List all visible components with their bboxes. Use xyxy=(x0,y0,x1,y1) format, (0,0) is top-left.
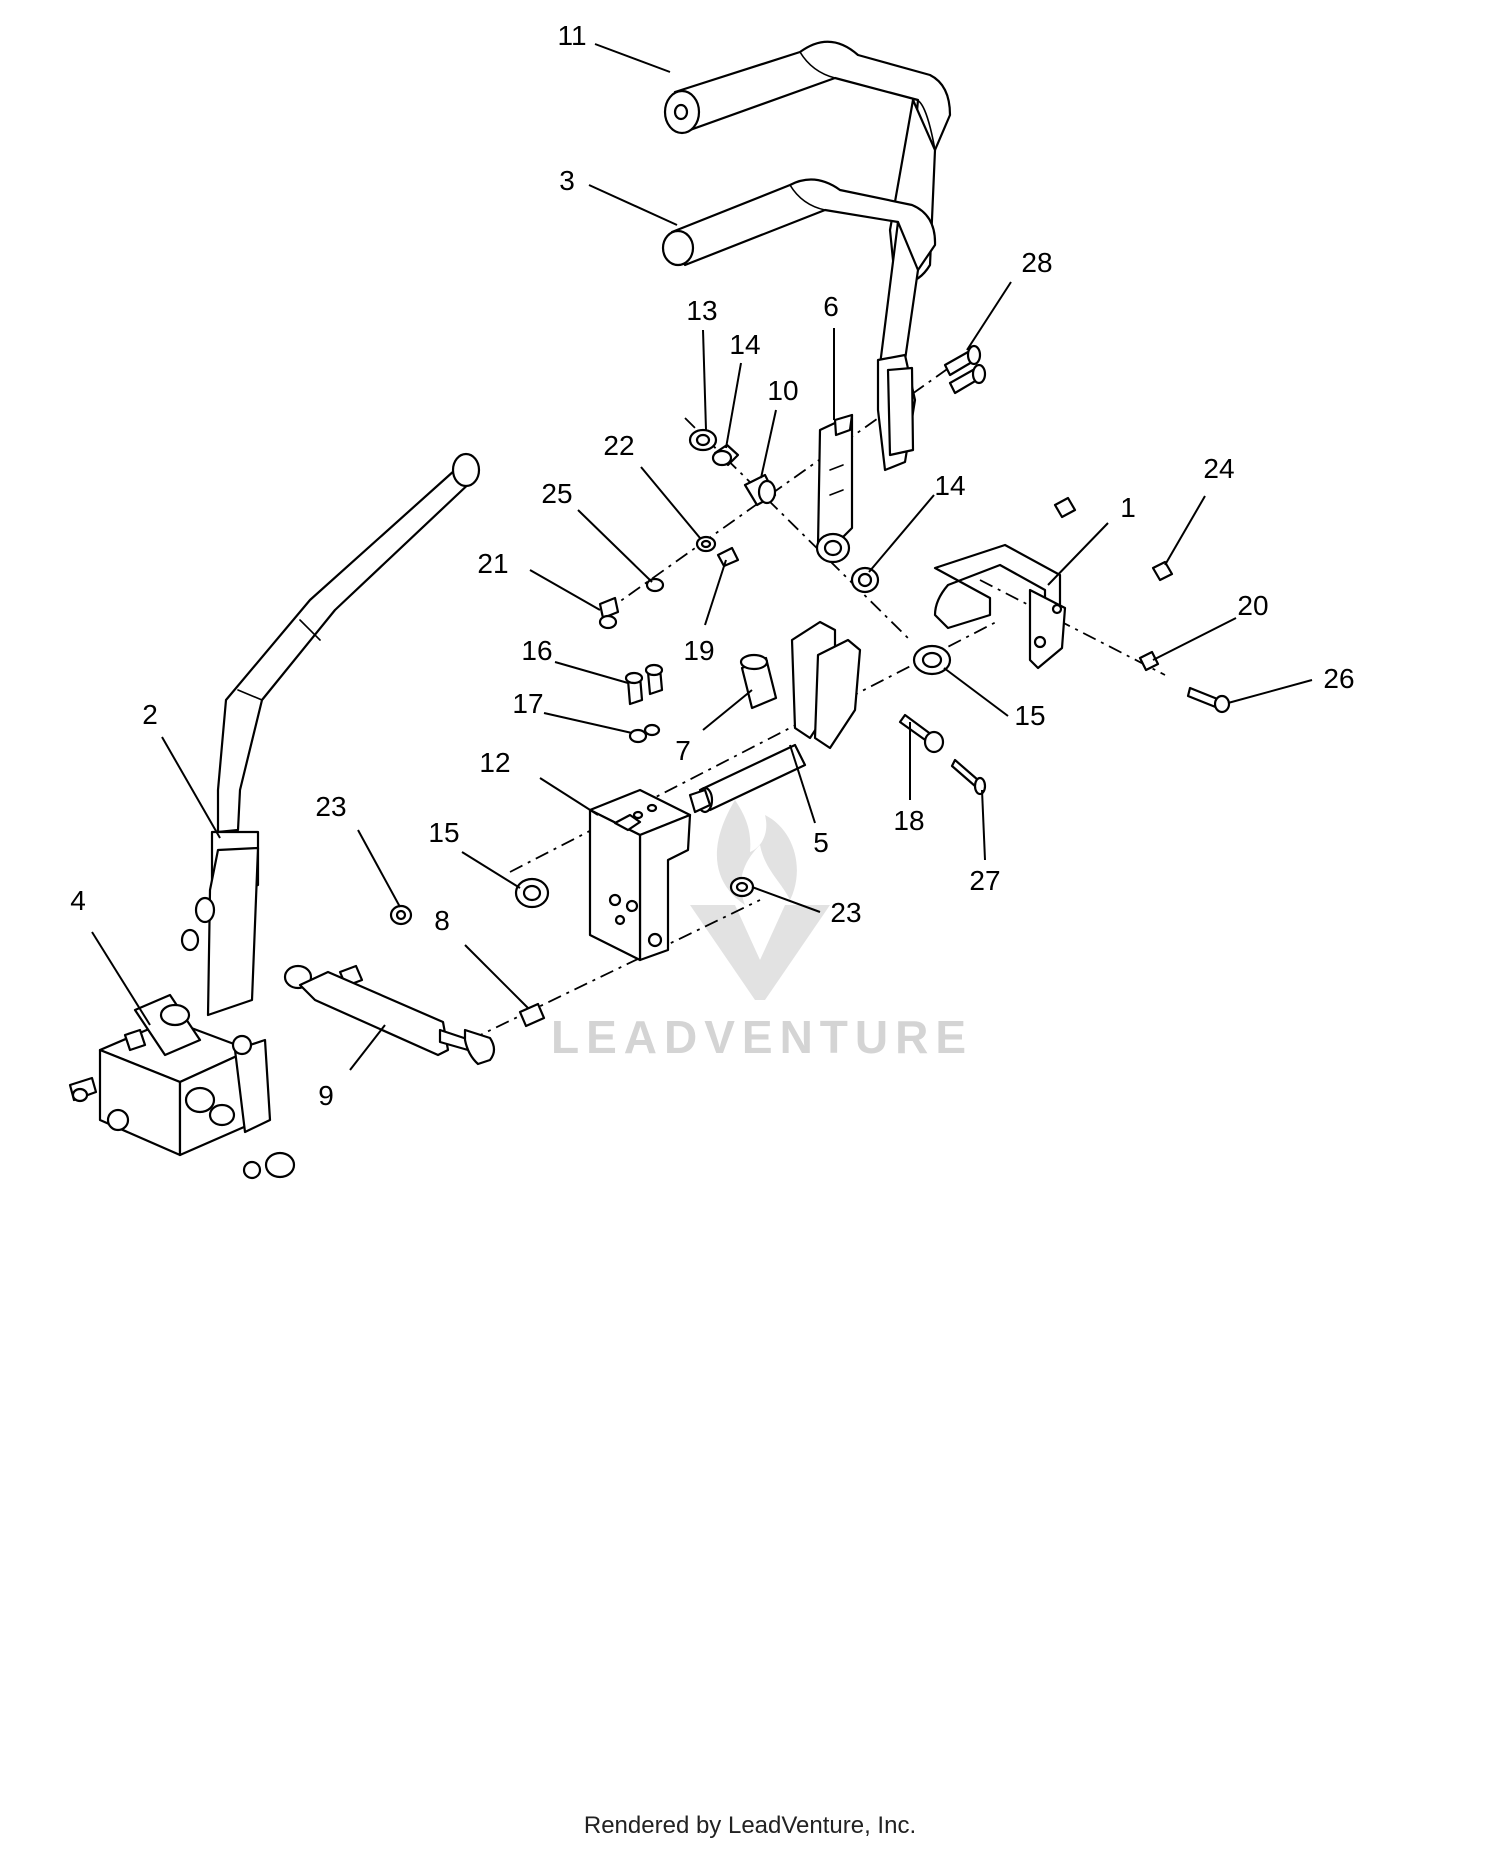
part-15-bushing-right xyxy=(912,644,952,676)
callout-6: 6 xyxy=(823,291,839,322)
part-14-bushing-lower xyxy=(850,566,880,594)
callout-3: 3 xyxy=(559,165,575,196)
callout-11: 11 xyxy=(557,20,586,51)
part-14-bushing-upper xyxy=(711,443,740,467)
footer-credit: Rendered by LeadVenture, Inc. xyxy=(583,1812,917,1839)
part-15-bushing-left xyxy=(514,877,550,909)
callout-18: 18 xyxy=(893,805,924,836)
part-21-nut xyxy=(598,596,620,630)
callout-25: 25 xyxy=(541,478,572,509)
part-3-right-lever xyxy=(661,178,937,472)
part-19-nut xyxy=(716,546,740,568)
part-16-bolts xyxy=(624,663,664,706)
callout-4: 4 xyxy=(70,885,86,916)
part-6-lever-arm xyxy=(815,413,854,564)
callout-1: 1 xyxy=(1120,492,1136,523)
callout-20: 20 xyxy=(1237,590,1268,621)
callout-9: 9 xyxy=(318,1080,334,1111)
part-22-nut xyxy=(695,535,717,553)
part-10-spacer xyxy=(743,473,777,507)
callout-15-right: 15 xyxy=(1014,700,1045,731)
callout-12: 12 xyxy=(479,747,510,778)
part-4-base-assembly xyxy=(68,993,296,1180)
part-12-mount-plate xyxy=(588,788,692,962)
callout-10: 10 xyxy=(767,375,798,406)
watermark-text: LEADVENTURE xyxy=(551,1011,973,1063)
callout-22: 22 xyxy=(603,430,634,461)
callout-2: 2 xyxy=(142,699,158,730)
callout-19: 19 xyxy=(683,635,714,666)
part-28-bolts xyxy=(943,344,987,395)
callout-16: 16 xyxy=(521,635,552,666)
callout-23-right: 23 xyxy=(830,897,861,928)
watermark-v-icon xyxy=(690,905,830,1000)
part-17-washers xyxy=(628,723,661,744)
callout-23-left: 23 xyxy=(315,791,346,822)
callout-28: 28 xyxy=(1021,247,1052,278)
part-23-nut-left xyxy=(389,904,413,926)
part-27-cotter-pin xyxy=(950,758,987,796)
callout-14-lower: 14 xyxy=(934,470,965,501)
part-26-bolt xyxy=(1186,686,1231,714)
part-5-pivot-shaft xyxy=(688,620,862,814)
callout-13: 13 xyxy=(686,295,717,326)
part-1-bracket xyxy=(933,496,1077,670)
callout-7: 7 xyxy=(675,735,691,766)
part-9-damper xyxy=(283,964,496,1066)
callout-21: 21 xyxy=(477,548,508,579)
callout-26: 26 xyxy=(1323,663,1354,694)
callout-24: 24 xyxy=(1203,453,1234,484)
callout-5: 5 xyxy=(813,827,829,858)
callout-15-left: 15 xyxy=(428,817,459,848)
part-18-pin xyxy=(898,713,945,754)
callout-labels: 11 3 13 14 10 6 28 22 25 21 19 14 1 24 1… xyxy=(70,20,1354,1111)
callout-8: 8 xyxy=(434,905,450,936)
part-2-left-lever xyxy=(180,452,481,1017)
part-13-washer xyxy=(688,428,718,452)
leader-lines xyxy=(91,43,1313,1071)
part-20-nut xyxy=(1138,650,1160,672)
callout-27: 27 xyxy=(969,865,1000,896)
part-7-spacer xyxy=(739,653,778,710)
callout-17: 17 xyxy=(512,688,543,719)
part-23-nut-right xyxy=(729,876,755,898)
callout-14-upper: 14 xyxy=(729,329,760,360)
part-24-bolt xyxy=(1151,560,1174,582)
